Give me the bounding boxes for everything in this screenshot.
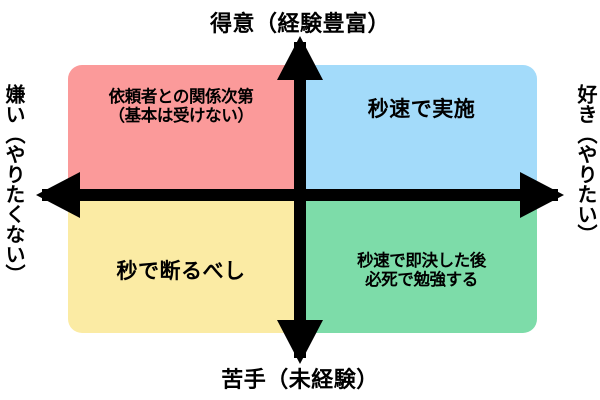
quadrant-bottom-left: 秒で断るべし <box>68 201 294 333</box>
horizontal-axis-shaft <box>42 189 558 201</box>
quadrant-bottom-right-label: 秒速で即決した後 必死で勉強する <box>357 250 486 289</box>
quadrant-bottom-left-label: 秒で断るべし <box>116 258 246 283</box>
quadrant-top-right: 秒速で実施 <box>306 65 537 189</box>
axis-label-right: 好き（やりたい） <box>574 84 598 244</box>
quadrant-top-left: 依頼者との関係次第 （基本は受けない） <box>68 65 294 189</box>
axis-label-left: 嫌い（やりたくない） <box>2 84 26 284</box>
quadrant-top-right-label: 秒速で実施 <box>367 97 476 121</box>
quadrant-bottom-right: 秒速で即決した後 必死で勉強する <box>306 201 537 333</box>
quadrant-top-left-label: 依頼者との関係次第 （基本は受けない） <box>108 87 254 126</box>
axis-label-top: 得意（経験豊富） <box>209 12 390 37</box>
axis-label-bottom: 苦手（未経験） <box>221 368 379 393</box>
vertical-axis-shaft <box>294 42 306 358</box>
